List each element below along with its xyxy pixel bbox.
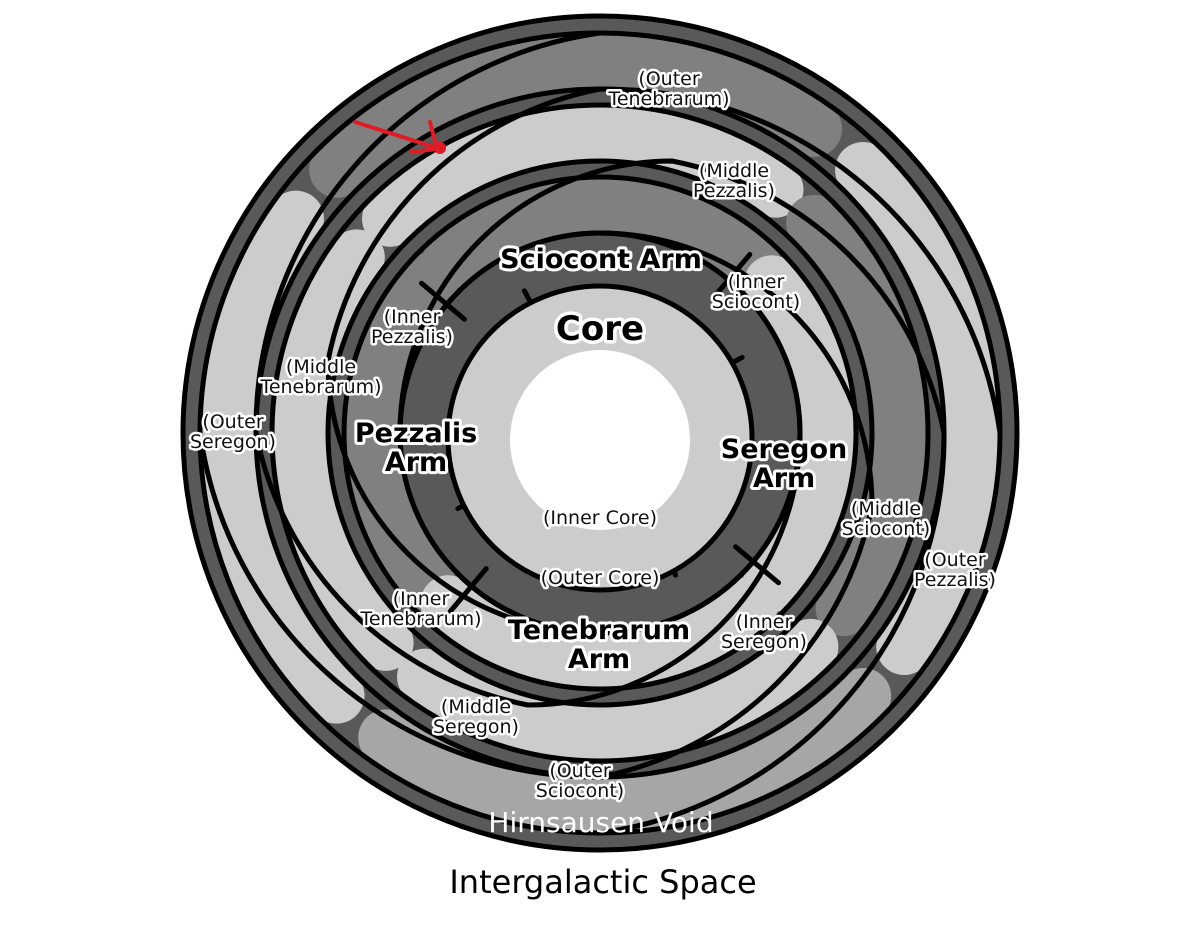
segment-outer-pezzalis <box>200 33 1000 833</box>
label-inner-sciocont-2: Sciocont) <box>712 291 800 313</box>
middle-segment-ring <box>269 102 931 764</box>
label-outer-seregon-1: (Outer <box>202 411 264 433</box>
label-middle-pezzalis-1: (Middle <box>699 160 769 182</box>
label-middle-sciocont-2: Sciocont) <box>842 518 930 540</box>
label-hirnsausen-void: Hirnsausen Void <box>488 806 713 839</box>
segment-inner-seregon <box>344 177 856 689</box>
label-core: Core <box>556 309 644 349</box>
divider <box>447 566 489 614</box>
label-inner-core: (Inner Core) <box>543 507 657 529</box>
marker-arrow-shaft <box>353 120 436 149</box>
label-middle-pezzalis-2: Pezzalis) <box>693 180 775 202</box>
label-inner-pezzalis-2: Pezzalis) <box>371 326 453 348</box>
label-inner-tenebrarum-1: (Inner <box>393 588 450 610</box>
label-middle-seregon-1: (Middle <box>441 696 511 718</box>
label-inner-seregon-2: Seregon) <box>721 631 807 653</box>
segment-outer-sciocont <box>200 33 1000 833</box>
segment-inner-pezzalis <box>344 177 856 689</box>
label-arm-tenebrarum-1: Tenebrarum <box>508 615 690 646</box>
spiral-sweeps <box>197 30 1003 836</box>
label-outer-sciocont-2: Sciocont) <box>536 780 624 802</box>
segment-middle-pezzalis <box>272 105 928 761</box>
location-marker[interactable] <box>353 120 446 154</box>
middle-ring-outer-edge <box>269 102 931 764</box>
divider <box>711 252 753 300</box>
segment-outer-tenebrarum <box>200 33 1000 833</box>
segment-inner-tenebrarum <box>344 177 856 689</box>
label-inner-sciocont-1: (Inner <box>728 271 785 293</box>
inner-ring-outer-edge <box>341 174 859 692</box>
label-middle-sciocont-1: (Middle <box>851 498 921 520</box>
label-arm-sciocont: Sciocont Arm <box>500 244 702 275</box>
middle-ring-inner-edge <box>325 158 875 708</box>
label-arm-pezzalis-1: Pezzalis <box>355 418 477 449</box>
divider <box>419 280 467 322</box>
label-outer-pezzalis-1: (Outer <box>924 549 986 571</box>
marker-dot[interactable] <box>434 142 446 154</box>
divider <box>733 544 781 586</box>
spiral-arc-d <box>197 230 875 780</box>
inner-core-region <box>510 350 690 530</box>
label-intergalactic-space: Intergalactic Space <box>449 863 756 901</box>
label-arm-pezzalis-2: Arm <box>385 447 447 478</box>
label-outer-core: (Outer Core) <box>541 567 660 589</box>
label-inner-pezzalis-1: (Inner <box>384 306 441 328</box>
spiral-arc-c <box>397 158 947 836</box>
label-arm-seregon-1: Seregon <box>721 434 847 465</box>
label-middle-tenebrarum-1: (Middle <box>286 356 356 378</box>
segment-middle-tenebrarum <box>272 105 928 761</box>
segment-middle-sciocont <box>272 105 928 761</box>
segment-inner-sciocont <box>344 177 856 689</box>
label-arm-tenebrarum-2: Arm <box>568 644 630 675</box>
segment-outer-seregon <box>200 33 1000 833</box>
label-outer-seregon-2: Seregon) <box>190 431 276 453</box>
label-outer-tenebrarum-1: (Outer <box>638 68 700 90</box>
spiral-arc-b <box>325 86 1003 636</box>
label-inner-tenebrarum-2: Tenebrarum) <box>359 608 481 630</box>
label-middle-seregon-2: Seregon) <box>433 716 519 738</box>
label-outer-tenebrarum-2: Tenebrarum) <box>607 88 729 110</box>
spiral-arc-a <box>253 30 803 708</box>
segment-middle-seregon <box>272 105 928 761</box>
label-arm-seregon-2: Arm <box>753 463 815 494</box>
label-outer-sciocont-1: (Outer <box>549 760 611 782</box>
label-inner-seregon-1: (Inner <box>736 611 793 633</box>
label-outer-pezzalis-2: Pezzalis) <box>914 569 996 591</box>
label-middle-tenebrarum-2: Tenebrarum) <box>259 376 381 398</box>
